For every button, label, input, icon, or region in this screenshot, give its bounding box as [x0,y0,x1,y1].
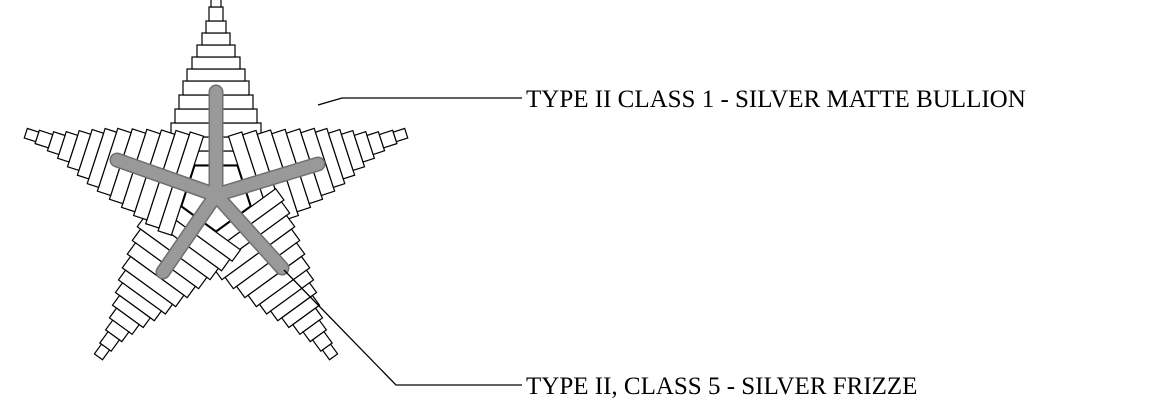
callout-leaders [283,97,522,386]
bullion-segment [321,343,339,361]
bullion-segment [392,127,409,143]
frizze-leader-line [283,269,522,386]
bullion-leader-line [317,97,522,106]
bullion-segment [23,127,40,143]
frizze-callout-label: TYPE II, CLASS 5 - SILVER FRIZZE [526,373,917,400]
bullion-segment [196,44,236,58]
bullion-segment [191,56,241,70]
bullion-callout-label: TYPE II CLASS 1 - SILVER MATTE BULLION [526,86,1026,113]
bullion-segment [205,20,227,34]
bullion-segment [208,6,224,22]
bullion-segment [201,32,231,46]
silver-frizze-outline [109,84,326,280]
bullion-segment [210,0,222,8]
bullion-segment [186,68,246,82]
bullion-arm [23,127,205,236]
bullion-segment [93,343,111,361]
